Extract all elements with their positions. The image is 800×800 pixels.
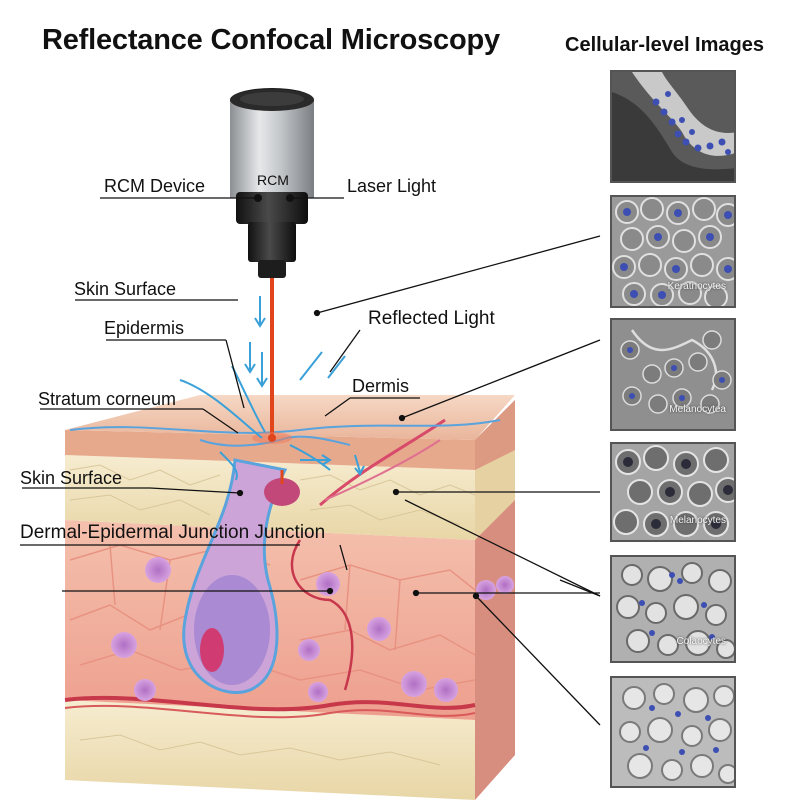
follicle-structure	[182, 458, 300, 694]
micro-image-1	[610, 70, 736, 183]
micro-image-6	[610, 676, 736, 788]
fat-band-cells	[69, 464, 476, 766]
diagram-title: Reflectance Confocal Microscopy	[42, 24, 500, 56]
leader-lines	[20, 197, 601, 726]
micro-image-2-caption: Keratnocytes	[667, 281, 726, 292]
label-dermal-epidermal-junction: Dermal-Epidermal Junction Junction	[20, 522, 326, 543]
label-rcm-device: RCM Device	[104, 176, 206, 196]
label-reflected-light: Reflected Light	[368, 308, 495, 329]
label-dermis: Dermis	[352, 376, 409, 396]
micro-image-5: Colaocytes	[610, 555, 736, 663]
label-skin-surface-mid: Skin Surface	[20, 468, 123, 488]
micro-image-5-caption: Colaocytes	[676, 636, 726, 647]
micro-image-2: Keratnocytes	[610, 195, 736, 308]
rcm-device	[230, 88, 314, 278]
device-label: RCM	[257, 172, 289, 188]
micro-image-4: Melanocytes	[610, 442, 736, 542]
dermis-cells	[111, 557, 514, 702]
label-epidermis: Epidermis	[104, 318, 185, 338]
label-skin-surface-top: Skin Surface	[74, 279, 177, 299]
label-stratum-corneum: Stratum corneum	[38, 389, 177, 409]
micro-image-3-caption: Melanocytea	[669, 404, 726, 415]
panel-title: Cellular-level Images	[565, 34, 764, 56]
label-laser-light: Laser Light	[347, 176, 437, 196]
micro-image-4-caption: Melanocytes	[669, 515, 726, 526]
micro-image-3: Melanocytea	[610, 318, 736, 431]
reflected-light-rays	[179, 296, 365, 481]
